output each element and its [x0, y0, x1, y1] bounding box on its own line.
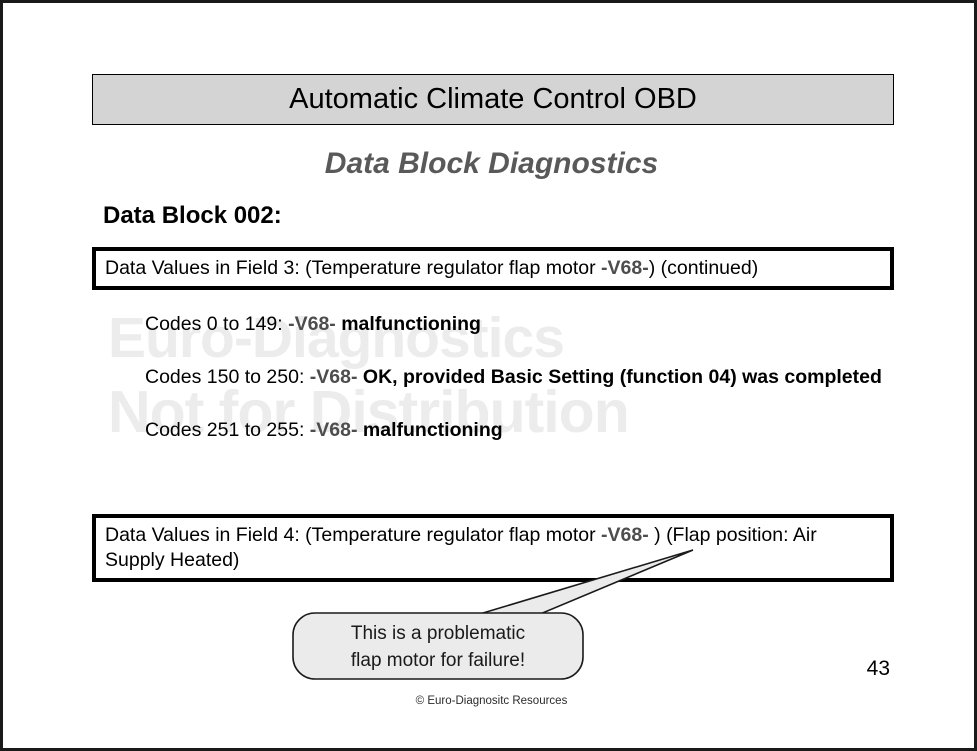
- field-3-prefix: Data Values in Field 3: (Temperature reg…: [105, 257, 602, 279]
- field-3-code: -V68-: [601, 257, 649, 279]
- code-range-code: -V68-: [288, 313, 336, 335]
- slide-subtitle: Data Block Diagnostics: [324, 147, 659, 180]
- data-block-label: Data Block 002:: [103, 202, 282, 229]
- code-range-prefix: Codes 251 to 255:: [145, 419, 310, 441]
- code-range-suffix: malfunctioning: [357, 419, 503, 441]
- code-range-item: Codes 251 to 255: -V68- malfunctioning: [145, 418, 885, 443]
- code-range-list: Codes 0 to 149: -V68- malfunctioning Cod…: [145, 312, 885, 443]
- code-range-prefix: Codes 150 to 250:: [145, 366, 310, 388]
- field-3-box: Data Values in Field 3: (Temperature reg…: [92, 247, 894, 290]
- code-range-suffix: malfunctioning: [335, 313, 481, 335]
- field-3-text: Data Values in Field 3: (Temperature reg…: [105, 256, 758, 281]
- code-range-item: Codes 0 to 149: -V68- malfunctioning: [145, 312, 885, 337]
- field-4-box: Data Values in Field 4: (Temperature reg…: [92, 514, 894, 582]
- callout-text: This is a problematic flap motor for fai…: [313, 620, 563, 674]
- field-3-suffix: ) (continued): [648, 257, 759, 279]
- callout-line-2: flap motor for failure!: [350, 650, 526, 671]
- field-4-code: -V68-: [601, 524, 649, 546]
- code-range-suffix: OK, provided Basic Setting (function 04)…: [357, 366, 882, 388]
- callout-line-1: This is a problematic: [350, 623, 526, 644]
- code-range-code: -V68-: [309, 419, 358, 441]
- copyright-footer: © Euro-Diagnositc Resources: [415, 695, 568, 707]
- field-4-text: Data Values in Field 4: (Temperature reg…: [105, 523, 881, 573]
- field-4-prefix: Data Values in Field 4: (Temperature reg…: [105, 524, 602, 546]
- slide-title-bar: Automatic Climate Control OBD: [92, 74, 894, 125]
- code-range-item: Codes 150 to 250: -V68- OK, provided Bas…: [145, 365, 885, 390]
- callout-bubble: [292, 549, 694, 680]
- page-number: 43: [866, 657, 890, 680]
- callout-tail: [462, 549, 694, 620]
- code-range-prefix: Codes 0 to 149:: [145, 313, 289, 335]
- page-title: Automatic Climate Control OBD: [289, 83, 697, 115]
- code-range-code: -V68-: [309, 366, 358, 388]
- field-4-suffix: ) (Flap position: Air Supply Heated): [105, 524, 817, 571]
- callout-body: [292, 612, 584, 680]
